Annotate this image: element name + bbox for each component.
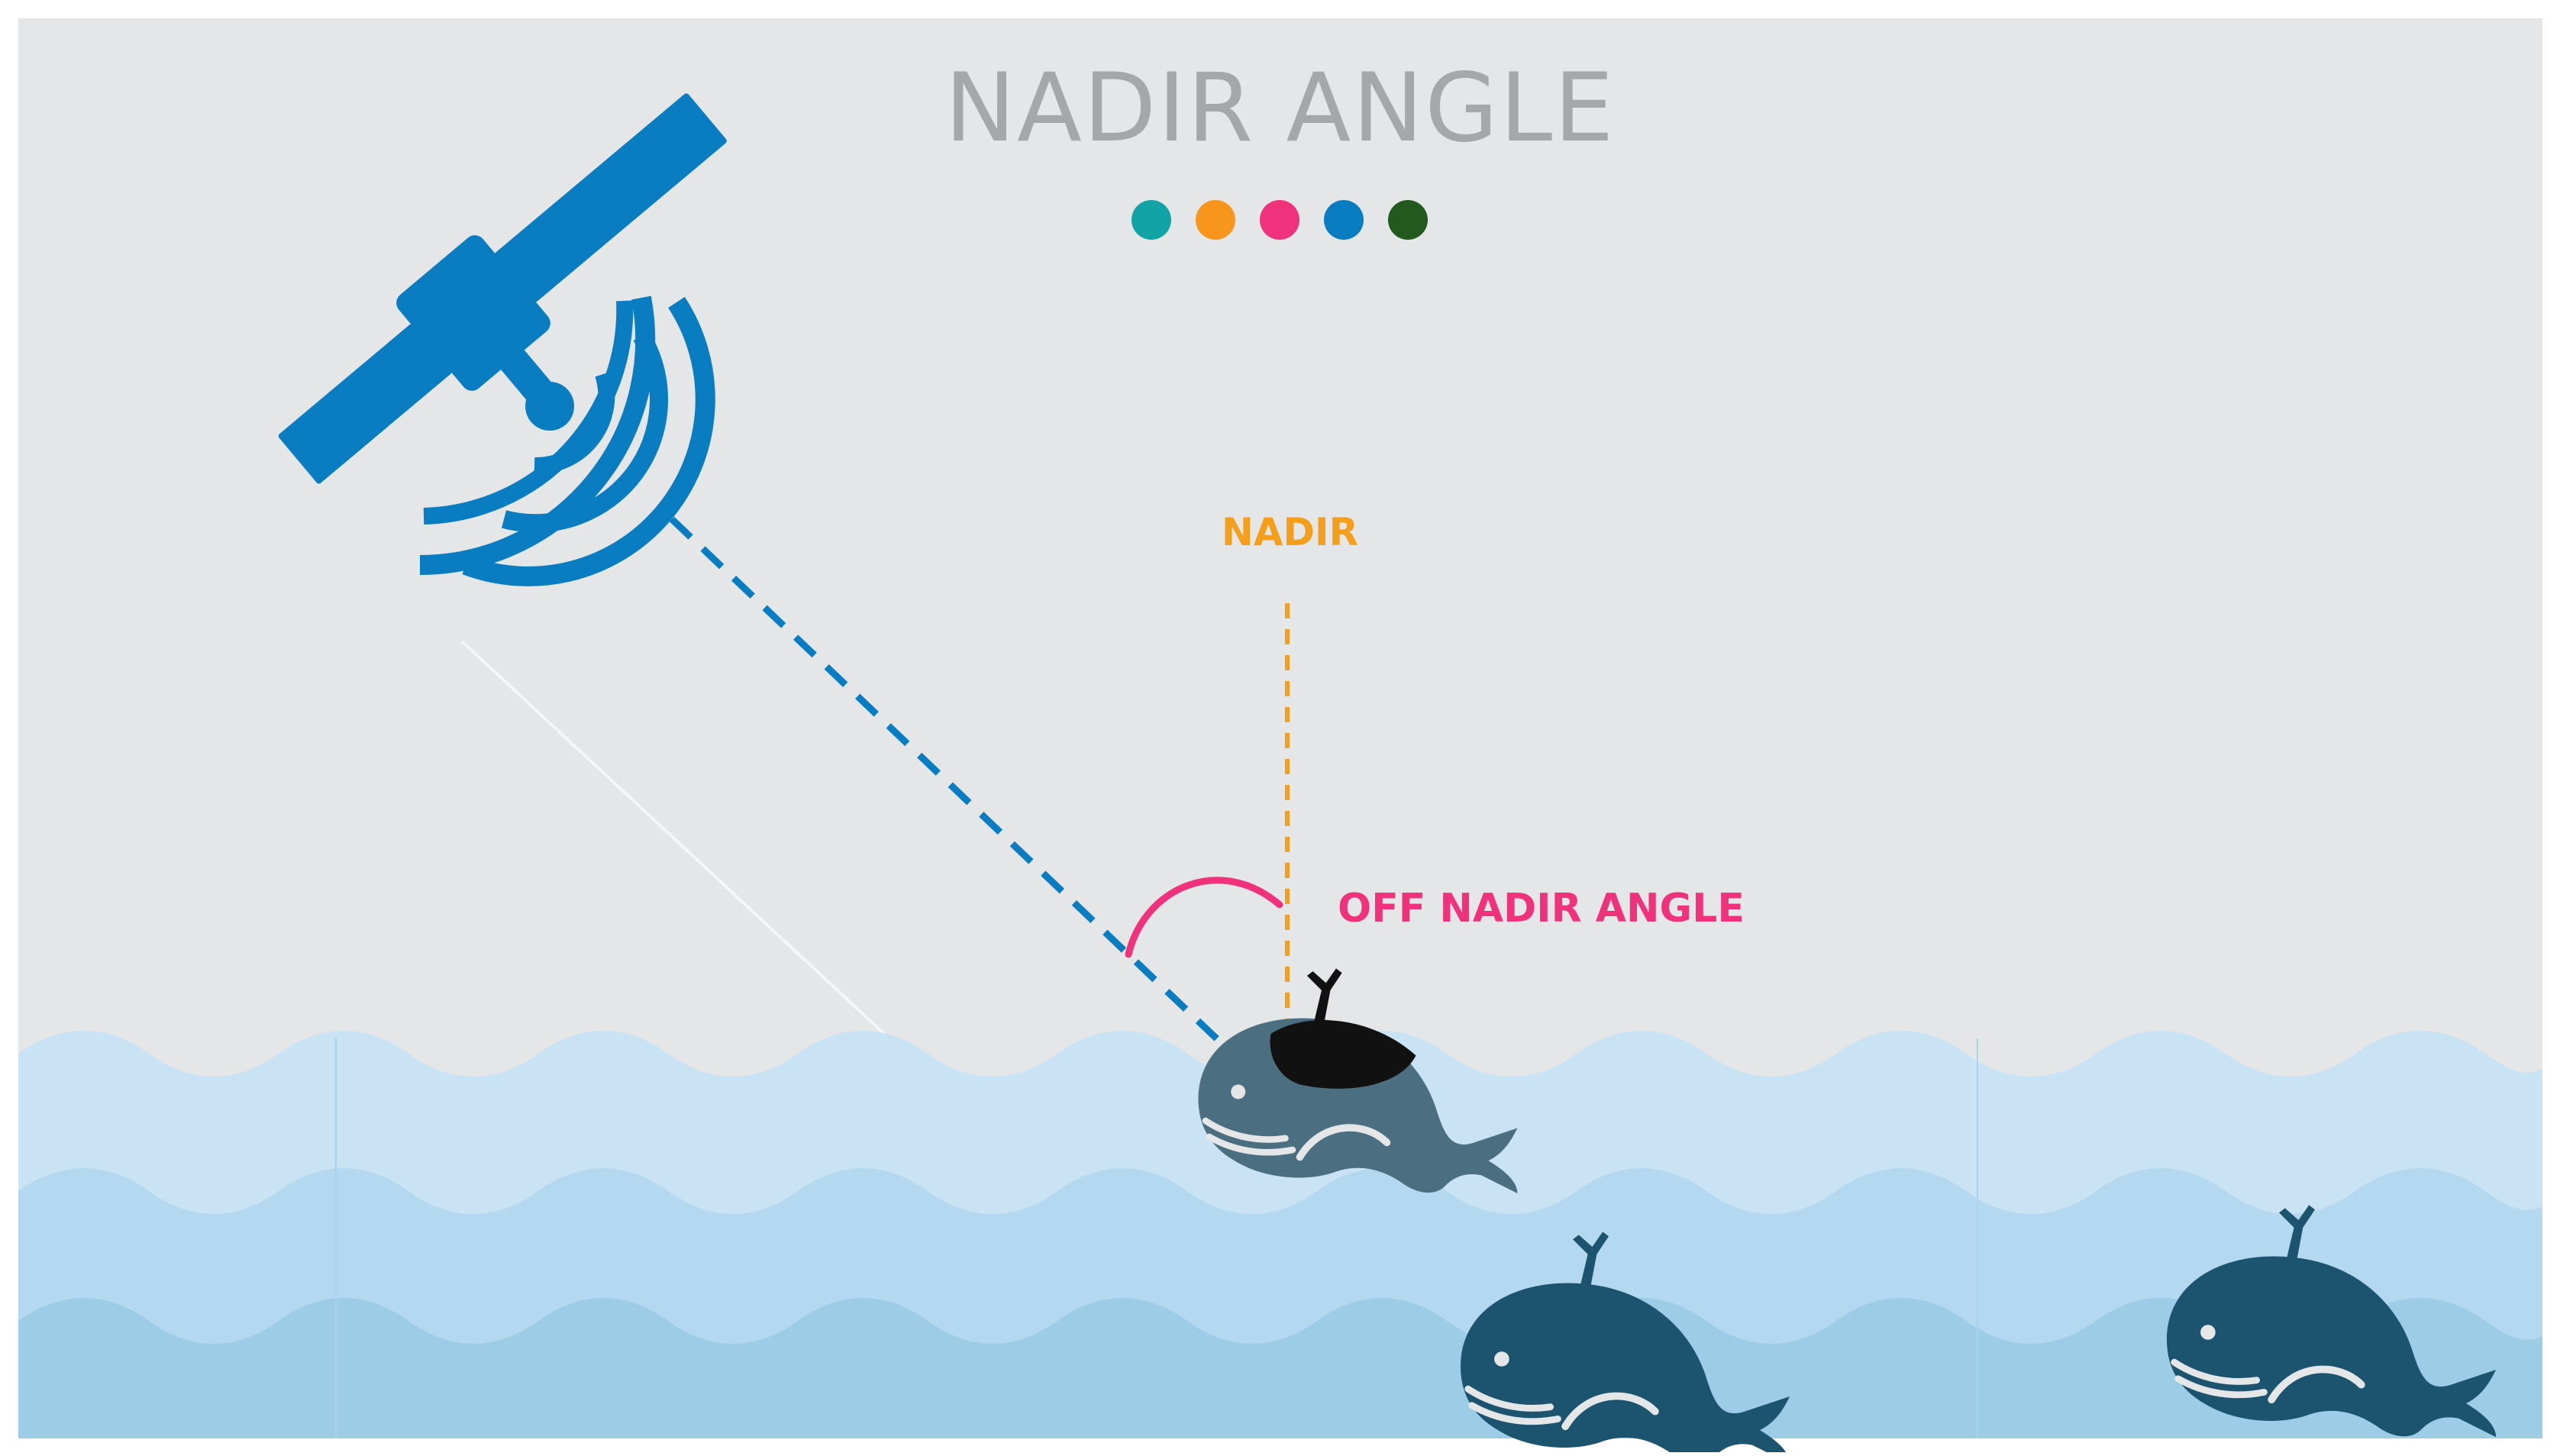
color-dots: [1132, 200, 1428, 240]
signal-waves-icon: [419, 295, 715, 586]
satellite-icon: [278, 93, 727, 484]
nadir-label: NADIR: [1222, 510, 1359, 554]
line-of-sight: [669, 516, 1332, 1148]
page-title: NADIR ANGLE: [944, 53, 1616, 163]
dot-green: [1388, 200, 1428, 240]
dot-blue: [1324, 200, 1364, 240]
ocean: [18, 1031, 2542, 1438]
off-nadir-angle-label: OFF NADIR ANGLE: [1338, 886, 1745, 931]
wave-layer-deep: [18, 1298, 2542, 1438]
whale-icon: [1198, 968, 1518, 1193]
dot-pink: [1260, 200, 1299, 240]
dot-teal: [1132, 200, 1171, 240]
off-nadir-angle-arc: [1125, 877, 1283, 958]
dot-orange: [1196, 200, 1235, 240]
faint-diagonal-line: [460, 640, 948, 1093]
